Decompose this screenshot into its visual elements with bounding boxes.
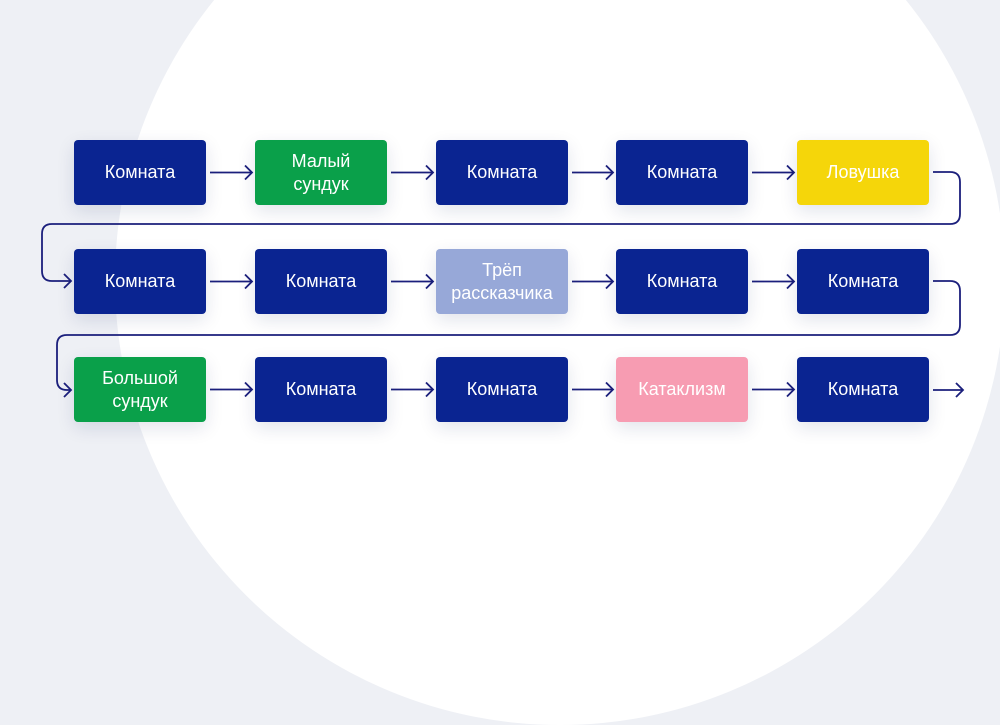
arrowhead-icon xyxy=(605,381,615,398)
node-room: Комната xyxy=(74,140,206,205)
node-room: Комната xyxy=(616,140,748,205)
node-room: Комната xyxy=(74,249,206,314)
node-room: Комната xyxy=(436,140,568,205)
arrowhead-icon xyxy=(955,382,965,398)
arrowhead-icon xyxy=(425,381,435,398)
arrowhead-icon xyxy=(605,164,615,181)
arrowhead-icon xyxy=(244,381,254,398)
arrowhead-icon xyxy=(605,273,615,290)
wrap-arrow-row1 xyxy=(41,171,961,282)
node-room: Комната xyxy=(255,357,387,422)
node-trap: Ловушка xyxy=(797,140,929,205)
arrowhead-icon xyxy=(786,164,796,181)
arrowhead-icon xyxy=(425,273,435,290)
node-room: Комната xyxy=(797,357,929,422)
arrowhead-icon xyxy=(786,381,796,398)
node-room: Комната xyxy=(797,249,929,314)
node-cataclysm: Катаклизм xyxy=(616,357,748,422)
arrowhead-icon xyxy=(63,273,73,289)
arrowhead-icon xyxy=(244,164,254,181)
node-room: Комната xyxy=(616,249,748,314)
arrowhead-icon xyxy=(786,273,796,290)
arrowhead-icon xyxy=(244,273,254,290)
connectors xyxy=(41,164,965,398)
arrowhead-icon xyxy=(63,382,73,398)
node-room: Комната xyxy=(255,249,387,314)
node-room: Комната xyxy=(436,357,568,422)
wrap-arrow-row2 xyxy=(56,280,961,391)
arrowhead-icon xyxy=(425,164,435,181)
